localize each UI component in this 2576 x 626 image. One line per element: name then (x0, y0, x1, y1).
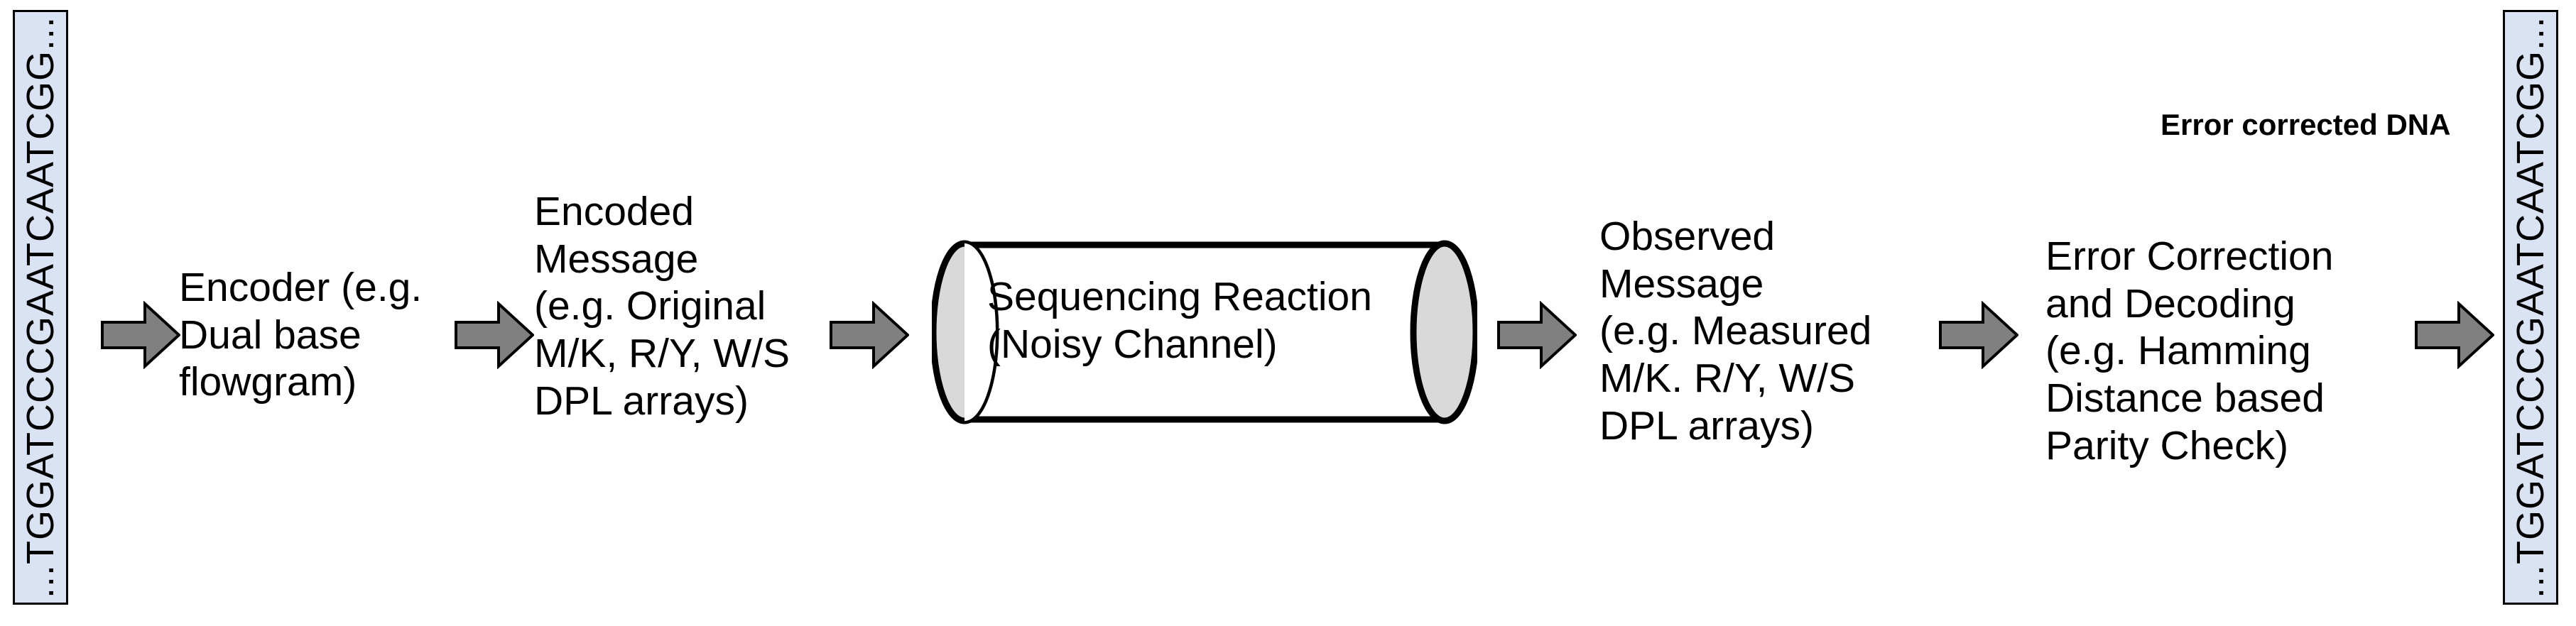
error-corrected-dna-caption: Error corrected DNA (2161, 108, 2451, 141)
flow-arrow-3-icon (830, 301, 909, 369)
stage-error-correction-label: Error Correction and Decoding (e.g. Hamm… (2045, 234, 2334, 468)
stage-observed-message-label: Observed Message (e.g. Measured M/K. R/Y… (1599, 214, 1872, 449)
input-dna-sequence-label: ...TGGATCCCGAATCAATCGG... (19, 16, 62, 599)
output-dna-sequence-label: ...TGGATCCCGAATCAATCGG... (2509, 16, 2552, 599)
flow-arrow-2-icon (455, 301, 534, 369)
flow-arrow-5-icon (1939, 301, 2018, 369)
stage-sequencing-reaction-cylinder (932, 239, 1477, 425)
stage-encoder-label: Encoder (e.g. Dual base flowgram) (179, 265, 423, 405)
stage-encoded-message-label: Encoded Message (e.g. Original M/K, R/Y,… (534, 189, 790, 424)
output-dna-bar: ...TGGATCCCGAATCAATCGG... (2503, 10, 2558, 605)
input-dna-bar: ...TGGATCCCGAATCAATCGG... (13, 10, 68, 605)
flow-arrow-1-icon (101, 301, 180, 369)
stage-sequencing-reaction-label: Sequencing Reaction (Noisy Channel) (987, 274, 1372, 367)
flow-arrow-6-icon (2415, 301, 2494, 369)
flow-arrow-4-icon (1497, 301, 1577, 369)
